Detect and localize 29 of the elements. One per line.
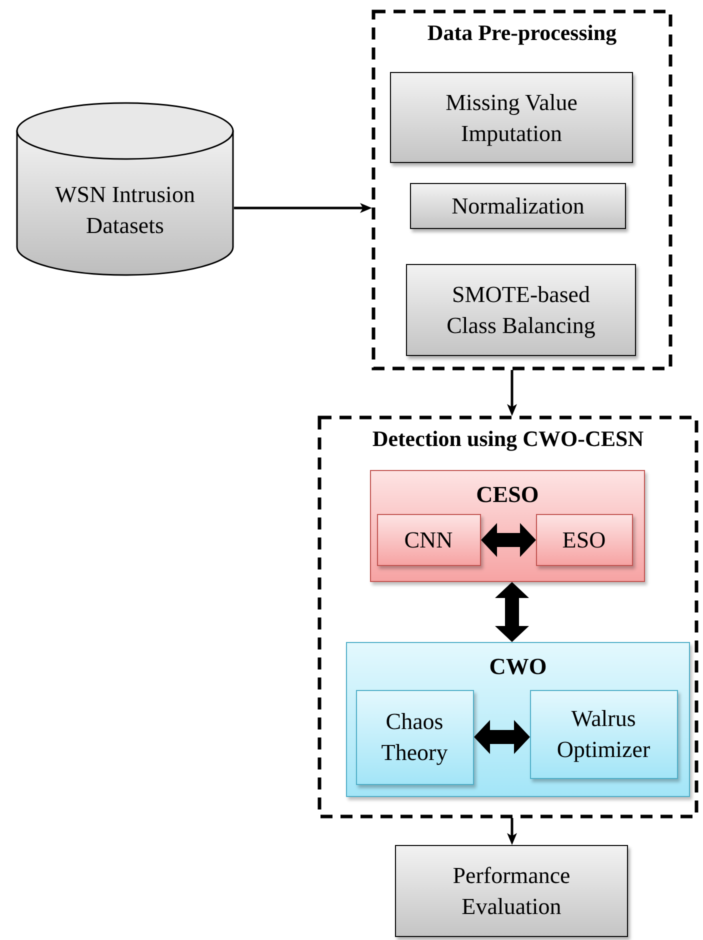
node-label: Normalization <box>450 192 586 220</box>
process-box <box>530 690 678 778</box>
node-label: WSN Intrusion Datasets <box>54 180 196 240</box>
arrow <box>234 203 372 213</box>
double-arrow <box>495 582 529 642</box>
arrow <box>507 370 517 416</box>
node-label: SMOTE-based Class Balancing <box>446 280 596 340</box>
group-heading: CESO <box>475 481 540 509</box>
process-box <box>410 183 626 229</box>
process-box <box>390 72 633 163</box>
node-label: Performance Evaluation <box>452 862 572 921</box>
process-box <box>356 690 474 784</box>
group-heading: Detection using CWO-CESN <box>371 425 645 453</box>
arrow <box>507 818 517 845</box>
node-label: CNN <box>403 526 454 554</box>
group-panel <box>370 470 645 582</box>
process-box <box>536 514 632 566</box>
node-label: Missing Value Imputation <box>444 88 578 148</box>
node-label: Walrus Optimizer <box>556 704 652 764</box>
process-box <box>376 514 480 566</box>
group-heading: CWO <box>488 653 548 681</box>
node-label: ESO <box>561 526 607 554</box>
node-label: Chaos Theory <box>380 708 449 767</box>
process-box <box>395 845 628 937</box>
group-panel <box>346 642 690 797</box>
double-arrow <box>474 720 530 754</box>
process-box <box>406 264 636 356</box>
double-arrow <box>481 523 536 557</box>
group-heading: Data Pre-processing <box>426 19 618 47</box>
